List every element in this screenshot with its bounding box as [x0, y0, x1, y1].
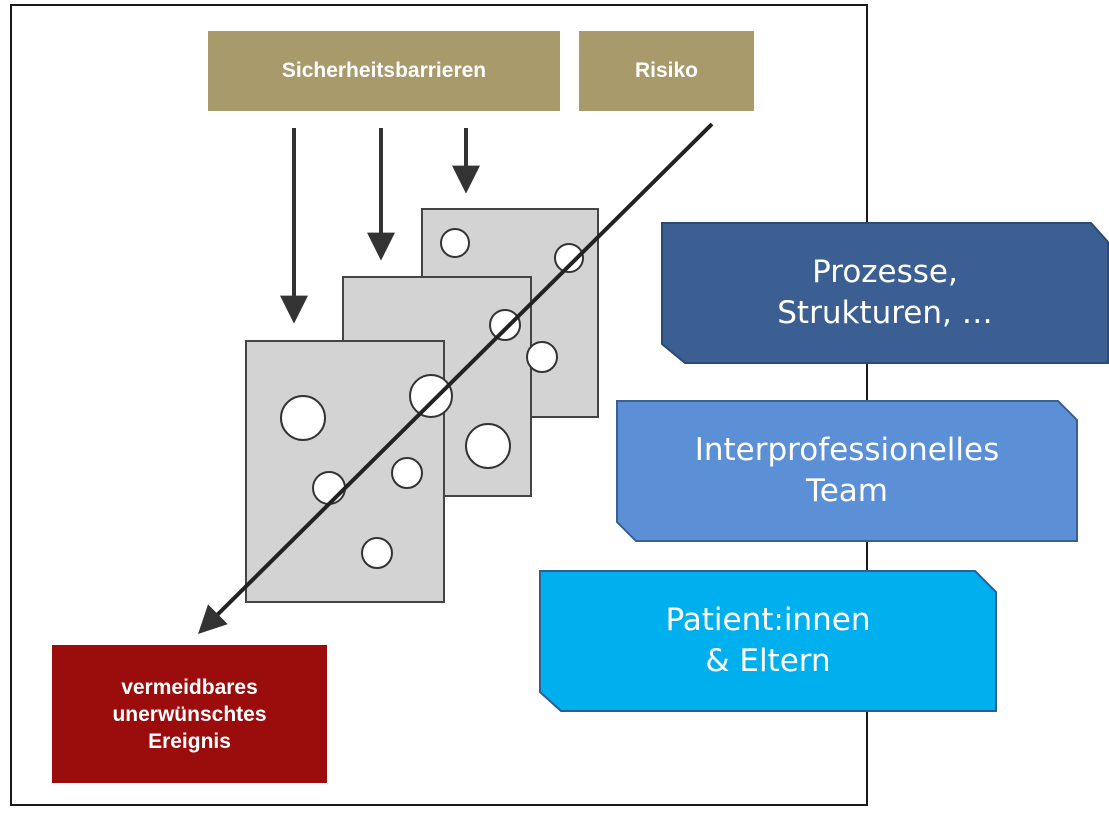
slice-hole: [554, 243, 584, 273]
slice-hole: [440, 228, 470, 258]
slice-hole: [361, 537, 393, 569]
callout-shape-processes: [661, 222, 1109, 364]
slice-hole: [312, 471, 346, 505]
slice-hole: [465, 423, 511, 469]
risk-label: Risiko: [634, 59, 699, 82]
slice-hole: [391, 457, 423, 489]
safety-barriers-box: Sicherheitsbarrieren: [208, 31, 560, 111]
callout-shape-patients: [539, 570, 997, 712]
avoidable-adverse-event-box: vermeidbares unerwünschtes Ereignis: [52, 645, 327, 783]
safety-barriers-label: Sicherheitsbarrieren: [281, 59, 487, 82]
slice-hole: [526, 341, 558, 373]
risk-trajectory-arrow: [198, 122, 714, 634]
cheese-slice-front: [245, 340, 453, 603]
callout-shape-team: [616, 400, 1078, 542]
event-line-2: unerwünschtes: [112, 702, 267, 726]
slice-hole: [489, 309, 521, 341]
risk-box: Risiko: [579, 31, 754, 111]
event-line-1: vermeidbares: [121, 675, 258, 699]
slice-hole: [409, 374, 453, 418]
event-line-3: Ereignis: [148, 729, 231, 753]
slice-hole: [280, 395, 326, 441]
